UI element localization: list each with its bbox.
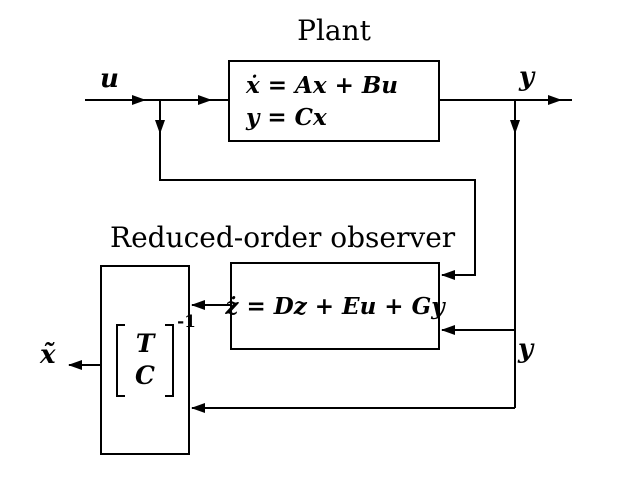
matrix-entry-c: C: [135, 361, 155, 390]
matrix-entry-t: T: [135, 328, 155, 358]
left-bracket: [116, 323, 126, 397]
output-signal-label: y: [519, 62, 535, 92]
observer-title: Reduced-order observer: [110, 221, 456, 254]
matrix-column: T C: [125, 324, 165, 397]
observer-box: ż = Dz + Eu + Gy: [225, 262, 445, 350]
u-into-observer-arrowhead: [441, 270, 455, 280]
y-output-arrowhead: [548, 95, 562, 105]
u-input-arrowhead: [132, 95, 146, 105]
matrix-exponent: -1: [177, 311, 196, 332]
y-into-inverse-arrowhead: [191, 403, 205, 413]
y-feedback-down-arrowhead: [510, 120, 520, 134]
plant-title: Plant: [297, 14, 371, 47]
u-feedback-down-arrowhead: [155, 120, 165, 134]
feedback-signal-label: y: [518, 334, 534, 364]
y-into-observer-arrowhead: [441, 325, 455, 335]
observer-equation: ż = Dz + Eu + Gy: [225, 292, 445, 320]
tc-matrix: T C -1: [116, 312, 196, 397]
right-bracket: [164, 323, 174, 397]
inverse-block-box: T C -1: [100, 265, 196, 455]
plant-box: ẋ = Ax + Bu y = Cx: [228, 60, 440, 142]
estimate-signal-label: x̃: [40, 340, 56, 370]
input-signal-label: u: [100, 64, 119, 94]
estimate-output-arrowhead: [68, 360, 82, 370]
plant-equation-line2: y = Cx: [246, 103, 327, 131]
u-into-plant-arrowhead: [198, 95, 212, 105]
plant-equation-line1: ẋ = Ax + Bu: [246, 71, 399, 99]
z-into-inverse-arrowhead: [191, 300, 205, 310]
u-feedback-path: [159, 100, 476, 276]
